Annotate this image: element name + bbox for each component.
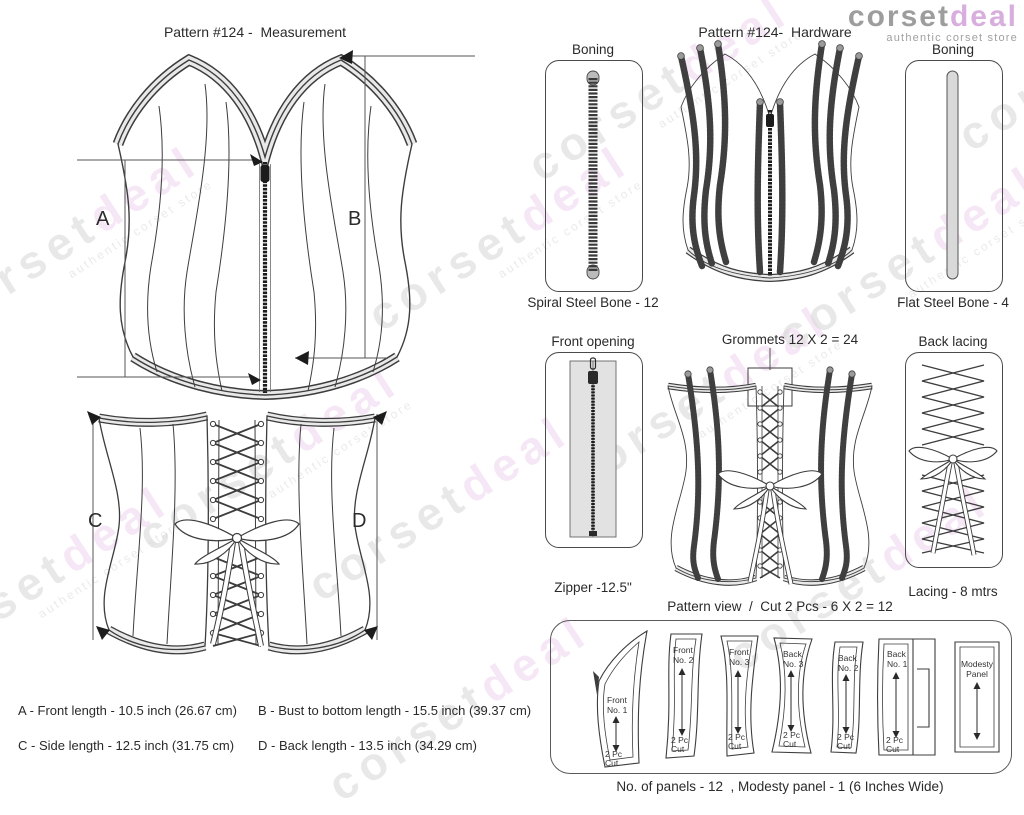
panel-cut: 2 Pc — [605, 749, 623, 759]
back-lacing — [210, 423, 264, 647]
front-opening-box-label: Front opening — [551, 334, 635, 349]
spiral-steel-bone-drawing — [586, 70, 600, 280]
panel-name: No. 2 — [838, 663, 859, 673]
panel-name: No. 1 — [887, 659, 908, 669]
panel-name: Front — [607, 695, 627, 705]
zipper-caption: Zipper -12.5" — [554, 580, 632, 595]
logo-tagline: authentic corset store — [886, 32, 1018, 44]
panel-cut: Cut — [671, 744, 685, 754]
center-grommets — [757, 389, 783, 569]
spiral-bones — [677, 40, 863, 276]
flat-boning-box — [905, 60, 1003, 292]
hardware-zipper — [766, 110, 774, 276]
panel-name: Modesty — [961, 659, 994, 669]
zipper-drawing — [569, 357, 617, 538]
spec-front-length: A - Front length - 10.5 inch (26.67 cm) — [18, 703, 237, 718]
panel-cut: Cut — [837, 741, 851, 751]
panel-modesty: Modesty Panel — [951, 639, 1003, 755]
lacing-bow-small — [908, 446, 998, 556]
lacing-bow — [174, 519, 300, 647]
spiral-boning-box — [545, 60, 643, 292]
pattern-footer: No. of panels - 12 , Modesty panel - 1 (… — [616, 779, 944, 794]
logo-part1: corset — [847, 0, 950, 33]
front-opening-box — [545, 352, 643, 548]
panel-name: No. 3 — [729, 657, 750, 667]
grommets-corset-diagram — [667, 348, 873, 586]
logo-part2: deal — [949, 0, 1018, 33]
back-lacing-box-label: Back lacing — [918, 334, 988, 349]
front-corset-diagram — [77, 50, 475, 401]
panel-cut: 2 Pc — [837, 732, 855, 742]
lacing-drawing — [908, 364, 998, 556]
panel-name: No. 1 — [607, 705, 628, 715]
panel-name: Panel — [966, 669, 988, 679]
panel-cut: Cut — [605, 758, 619, 768]
dimension-letter-a: A — [96, 208, 110, 230]
hardware-corset-diagram — [677, 40, 863, 283]
spiral-boning-box-label: Boning — [571, 42, 615, 57]
grommets-caption: Grommets 12 X 2 = 24 — [721, 332, 859, 347]
panel-name: Back — [838, 653, 858, 663]
spec-bust-to-bottom: B - Bust to bottom length - 15.5 inch (3… — [258, 703, 532, 718]
flat-bone-caption: Flat Steel Bone - 4 — [897, 295, 1009, 310]
back-corset-diagram — [87, 411, 387, 655]
panel-cut: Cut — [728, 741, 742, 751]
measurement-lines-cd — [92, 414, 378, 640]
pattern-panels-box: Front No. 1 2 Pc Cut Front No. 2 2 Pc Cu… — [550, 620, 1012, 774]
flat-boning-box-label: Boning — [931, 42, 975, 57]
front-zipper — [259, 162, 271, 393]
logo-wordmark: corsetdeal — [848, 2, 1018, 32]
panel-name: Front — [729, 647, 749, 657]
panel-front-1: Front No. 1 2 Pc Cut — [589, 627, 653, 769]
measurement-title: Pattern #124 - Measurement — [163, 24, 347, 40]
dimension-letter-c: C — [88, 510, 103, 532]
measurement-arrowheads-cd — [87, 411, 387, 640]
measurement-lines-ab — [77, 55, 475, 378]
side-bones — [685, 367, 855, 582]
pattern-view-title: Pattern view / Cut 2 Pcs - 6 X 2 = 12 — [667, 599, 893, 614]
corsetdeal-logo: corsetdeal authentic corset store — [848, 2, 1018, 44]
panel-name: No. 3 — [783, 659, 804, 669]
spec-side-length: C - Side length - 12.5 inch (31.75 cm) — [18, 738, 235, 753]
panel-front-3: Front No. 3 2 Pc Cut — [713, 633, 761, 759]
spec-back-length: D - Back length - 13.5 inch (34.29 cm) — [258, 738, 477, 753]
hardware-title: Pattern #124- Hardware — [698, 24, 852, 40]
lacing-caption: Lacing - 8 mtrs — [908, 584, 998, 599]
panel-name: Back — [887, 649, 907, 659]
flat-steel-bone-drawing — [946, 70, 959, 280]
panel-cut: 2 Pc — [783, 730, 801, 740]
panel-cut: 2 Pc — [886, 735, 904, 745]
grommets-bow — [717, 470, 823, 585]
panel-back-2: Back No. 2 2 Pc Cut — [825, 639, 867, 755]
panel-cut: Cut — [886, 744, 900, 754]
panel-name: Back — [783, 649, 803, 659]
back-lacing-box — [905, 352, 1003, 568]
dimension-letter-b: B — [348, 208, 362, 230]
dimension-letter-d: D — [352, 510, 367, 532]
panel-name: No. 2 — [673, 655, 694, 665]
panel-cut: 2 Pc — [671, 735, 689, 745]
side-bone-tips — [684, 366, 856, 378]
panel-back-3: Back No. 3 2 Pc Cut — [767, 635, 815, 755]
panel-cut: 2 Pc — [728, 732, 746, 742]
measurement-arrowheads — [248, 50, 353, 385]
bone-tips — [677, 40, 863, 106]
panel-back-1: Back No. 1 2 Pc Cut — [873, 635, 939, 759]
panel-front-2: Front No. 2 2 Pc Cut — [659, 631, 705, 761]
spiral-bone-caption: Spiral Steel Bone - 12 — [527, 295, 659, 310]
panel-cut: Cut — [783, 739, 797, 749]
panel-name: Front — [673, 645, 693, 655]
